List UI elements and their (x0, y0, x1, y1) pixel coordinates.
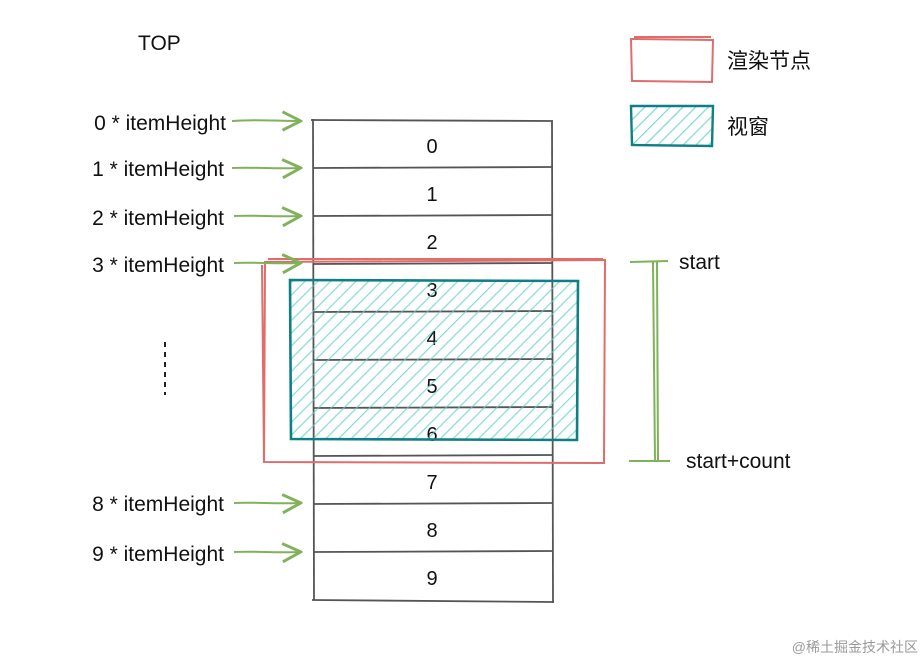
row-divider (312, 262, 554, 265)
offset-row: 0 * itemHeight (94, 112, 299, 135)
list-item-label: 7 (426, 472, 437, 494)
row-divider (312, 550, 554, 553)
offset-label: 8 * itemHeight (92, 493, 224, 516)
offset-row: 3 * itemHeight (92, 254, 299, 277)
offset-row: 1 * itemHeight (92, 158, 299, 181)
range-end-label: start+count (686, 450, 791, 473)
offset-label: 2 * itemHeight (92, 207, 224, 230)
offset-arrow (231, 168, 299, 169)
range-start-label: start (679, 251, 720, 274)
row-divider (312, 166, 554, 169)
viewport-box (288, 278, 580, 442)
range-line (652, 261, 656, 462)
offset-row: 2 * itemHeight (92, 207, 299, 230)
offset-arrow (233, 503, 299, 504)
row-divider (312, 502, 554, 505)
list-item-label: 1 (426, 184, 437, 206)
offset-arrow (233, 216, 299, 217)
watermark: @稀土掘金技术社区 (792, 639, 918, 655)
list-bottom-border (311, 599, 555, 603)
row-divider (312, 454, 554, 457)
offset-arrow (233, 552, 299, 553)
legend-viewport-swatch (629, 104, 715, 148)
row-divider (312, 214, 554, 217)
render-nodes-box (261, 258, 607, 465)
legend-render-nodes-label: 渲染节点 (727, 50, 811, 73)
legend-viewport-label: 视窗 (727, 116, 769, 139)
item-list (310, 118, 555, 604)
offset-row: 8 * itemHeight (92, 493, 299, 516)
offset-label: 0 * itemHeight (94, 112, 226, 135)
list-top-border (310, 119, 554, 122)
offset-arrow (233, 263, 299, 264)
list-item-label: 0 (426, 136, 437, 158)
legend: 渲染节点 视窗 (629, 36, 811, 148)
range-bracket (629, 260, 670, 462)
top-label: TOP (138, 32, 181, 55)
legend-render-nodes-swatch (629, 36, 715, 84)
offset-label: 3 * itemHeight (92, 254, 224, 277)
offset-row: 9 * itemHeight (92, 543, 299, 566)
offset-label: 9 * itemHeight (92, 543, 224, 566)
list-item-label: 8 (426, 520, 437, 542)
offset-arrow (231, 120, 299, 121)
list-item-label: 2 (426, 232, 437, 254)
range-cap-top (629, 260, 669, 263)
range-line (656, 261, 659, 461)
offset-label: 1 * itemHeight (92, 158, 224, 181)
list-item-label: 9 (426, 568, 437, 590)
